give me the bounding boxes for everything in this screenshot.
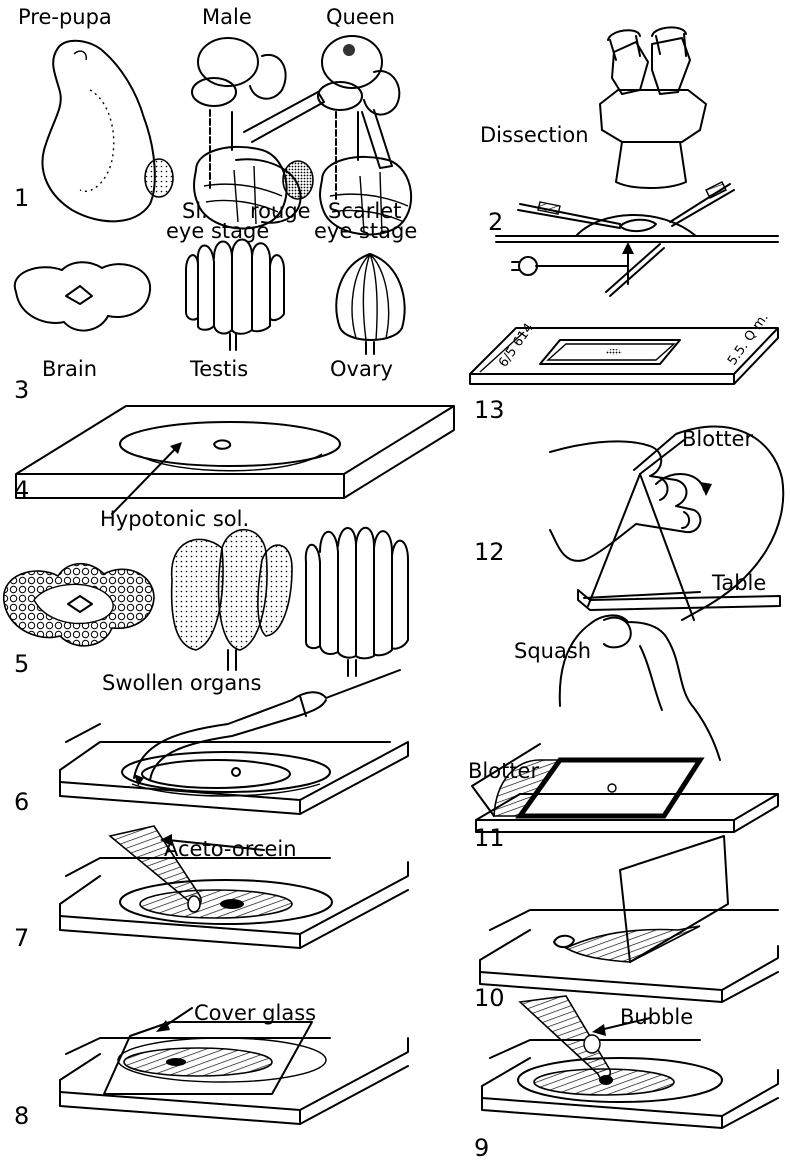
panel-5: Swollen organs 5 xyxy=(4,528,408,695)
panel-13: 6/5 614 5.5. Q m. 13 xyxy=(470,310,778,424)
label-aceto-orcein: Aceto-orcein xyxy=(164,837,297,861)
swollen-ovary-drawing xyxy=(306,528,408,676)
swollen-testis-drawing xyxy=(172,530,292,670)
upper-hand-drawing xyxy=(550,441,700,561)
label-brain: Brain xyxy=(42,357,97,381)
panel-number-12: 12 xyxy=(474,538,505,566)
panel-12: Blotter Table Squash 12 xyxy=(474,427,783,760)
mirror-drawing xyxy=(606,244,664,296)
panel-number-13: 13 xyxy=(474,396,505,424)
stage-plate-drawing xyxy=(496,236,778,242)
ovary-drawing xyxy=(336,254,404,354)
prepupa-drawing xyxy=(42,41,154,222)
panel-7: Aceto-orcein 7 xyxy=(14,826,408,952)
male-gonad-drawing xyxy=(145,159,173,197)
brain-drawing xyxy=(15,262,150,330)
panel-number-6: 6 xyxy=(14,788,29,816)
label-queen: Queen xyxy=(326,5,395,29)
label-squash: Squash xyxy=(514,639,591,663)
label-sl-rouge-3: eye stage xyxy=(166,219,269,243)
needle-left-drawing xyxy=(518,204,620,228)
panel-number-7: 7 xyxy=(14,924,29,952)
panel-number-8: 8 xyxy=(14,1102,29,1130)
label-scarlet-2: eye stage xyxy=(314,219,417,243)
label-cover-glass: Cover glass xyxy=(194,1001,316,1025)
panel-number-5: 5 xyxy=(14,650,29,678)
panel-8: Cover glass 8 xyxy=(14,1001,408,1130)
panel-number-1: 1 xyxy=(14,184,29,212)
panel-number-11: 11 xyxy=(474,824,505,852)
bubble-drawing xyxy=(584,1035,600,1053)
panel-number-2: 2 xyxy=(488,208,503,236)
panel-number-10: 10 xyxy=(474,984,505,1012)
queen-gonad-drawing xyxy=(283,161,313,199)
panel-number-9: 9 xyxy=(474,1134,489,1162)
panel-4: Hypotonic sol. 4 xyxy=(14,406,454,531)
lower-hand-drawing xyxy=(560,615,720,760)
label-prepupa: Pre-pupa xyxy=(18,5,112,29)
label-dissection: Dissection xyxy=(480,123,589,147)
panel-2: Dissection 2 xyxy=(480,27,778,296)
label-ovary: Ovary xyxy=(330,357,393,381)
label-table: Table xyxy=(711,571,766,595)
label-swollen: Swollen organs xyxy=(102,671,262,695)
slide-4-drawing xyxy=(16,406,454,498)
label-male: Male xyxy=(202,5,252,29)
lamp-drawing xyxy=(519,257,537,275)
microscope-drawing xyxy=(600,27,706,188)
label-hypotonic: Hypotonic sol. xyxy=(100,507,249,531)
label-testis: Testis xyxy=(189,357,248,381)
panel-number-4: 4 xyxy=(14,476,29,504)
testis-drawing xyxy=(186,240,284,351)
label-bubble: Bubble xyxy=(620,1005,693,1029)
panel-9: Bubble 9 xyxy=(474,996,778,1162)
panel-10: 10 xyxy=(474,836,778,1012)
panel-3: Sl. rouge eye stage Scarlet eye stage Br xyxy=(14,199,417,404)
panel-11: Blotter 11 xyxy=(468,744,778,852)
arrow-hypotonic xyxy=(112,446,178,514)
panel-number-3: 3 xyxy=(14,376,29,404)
